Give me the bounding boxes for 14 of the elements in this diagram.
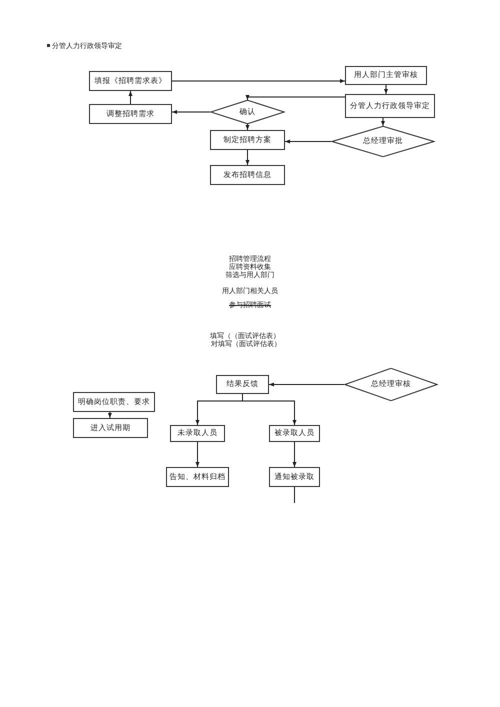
arrow — [246, 95, 346, 100]
arrow — [246, 150, 250, 166]
arrow — [196, 442, 200, 468]
arrow — [172, 110, 210, 114]
arrow — [284, 140, 332, 144]
arrow — [292, 442, 296, 468]
arrow — [246, 124, 250, 130]
line — [294, 486, 295, 504]
arrow — [381, 118, 385, 126]
arrow — [108, 412, 112, 418]
arrow — [128, 90, 132, 104]
arrow — [384, 84, 388, 94]
arrow — [172, 79, 346, 83]
arrow — [268, 382, 344, 386]
